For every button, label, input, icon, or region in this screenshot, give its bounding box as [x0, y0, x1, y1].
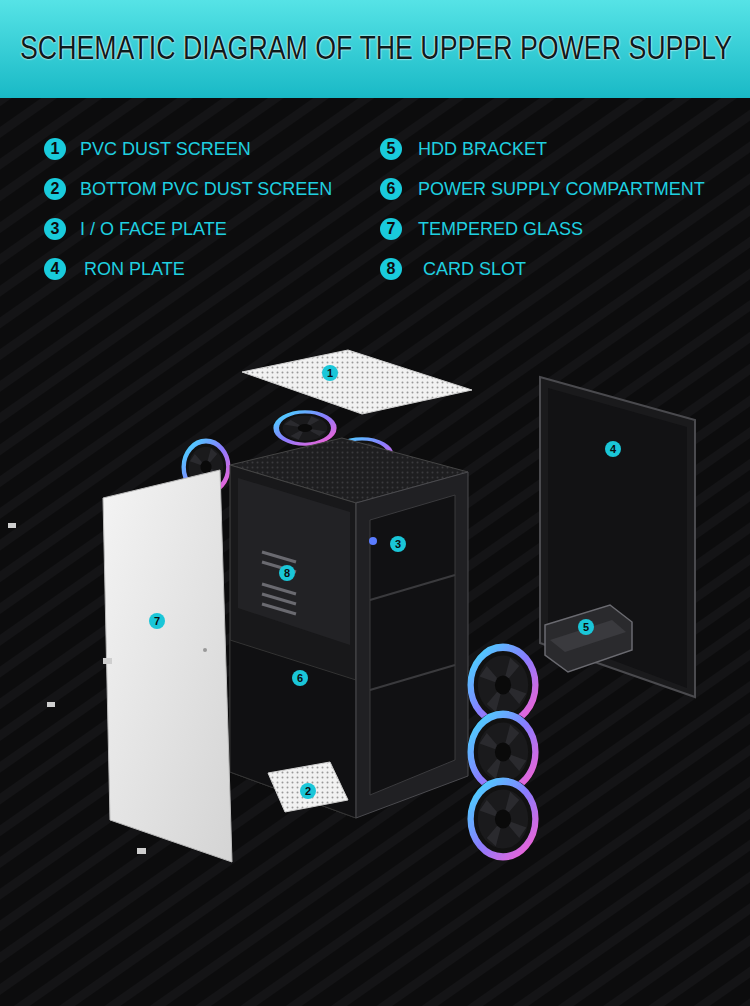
title: SCHEMATIC DIAGRAM OF THE UPPER POWER SUP… [20, 28, 732, 67]
key-number: 7 [380, 218, 402, 240]
key-text: POWER SUPPLY COMPARTMENT [418, 178, 705, 200]
power-button [369, 537, 377, 545]
key-text: CARD SLOT [423, 258, 526, 280]
case-rail [370, 575, 455, 600]
front-fan [467, 777, 539, 861]
iron-plate [540, 377, 695, 697]
bottom-dust-screen [268, 762, 348, 812]
callout-number: 2 [300, 783, 316, 799]
key-number: 5 [380, 138, 402, 160]
key-text: TEMPERED GLASS [418, 218, 583, 240]
top-fan [273, 410, 337, 446]
key-text: I / O FACE PLATE [80, 218, 227, 240]
tempered-glass [103, 470, 232, 862]
hdd-bracket-tray [550, 620, 626, 652]
key-number: 6 [380, 178, 402, 200]
key-number: 2 [44, 178, 66, 200]
psu-shroud [230, 640, 356, 818]
case-interior [238, 478, 350, 645]
case-rail [370, 665, 455, 690]
glass-screw-hole [203, 648, 207, 652]
title-band [0, 0, 750, 98]
key-text: PVC DUST SCREEN [80, 138, 251, 160]
case-front-opening [370, 495, 455, 795]
key-text: BOTTOM PVC DUST SCREEN [80, 178, 332, 200]
case-side [230, 465, 356, 818]
top-dust-screen [242, 350, 472, 414]
callout-number: 1 [322, 365, 338, 381]
callout-number: 6 [292, 670, 308, 686]
callout-number: 8 [279, 565, 295, 581]
screws [8, 523, 146, 854]
callout-number: 3 [390, 536, 406, 552]
callout-number: 5 [578, 619, 594, 635]
key-number: 8 [380, 258, 402, 280]
callout-number: 4 [605, 441, 621, 457]
card-slots [262, 552, 296, 614]
key-number: 1 [44, 138, 66, 160]
callout-number: 7 [149, 613, 165, 629]
key-number: 4 [44, 258, 66, 280]
key-number: 3 [44, 218, 66, 240]
hdd-bracket [545, 605, 632, 672]
key-text: RON PLATE [84, 258, 185, 280]
case-front-frame [356, 472, 468, 818]
key-text: HDD BRACKET [418, 138, 547, 160]
